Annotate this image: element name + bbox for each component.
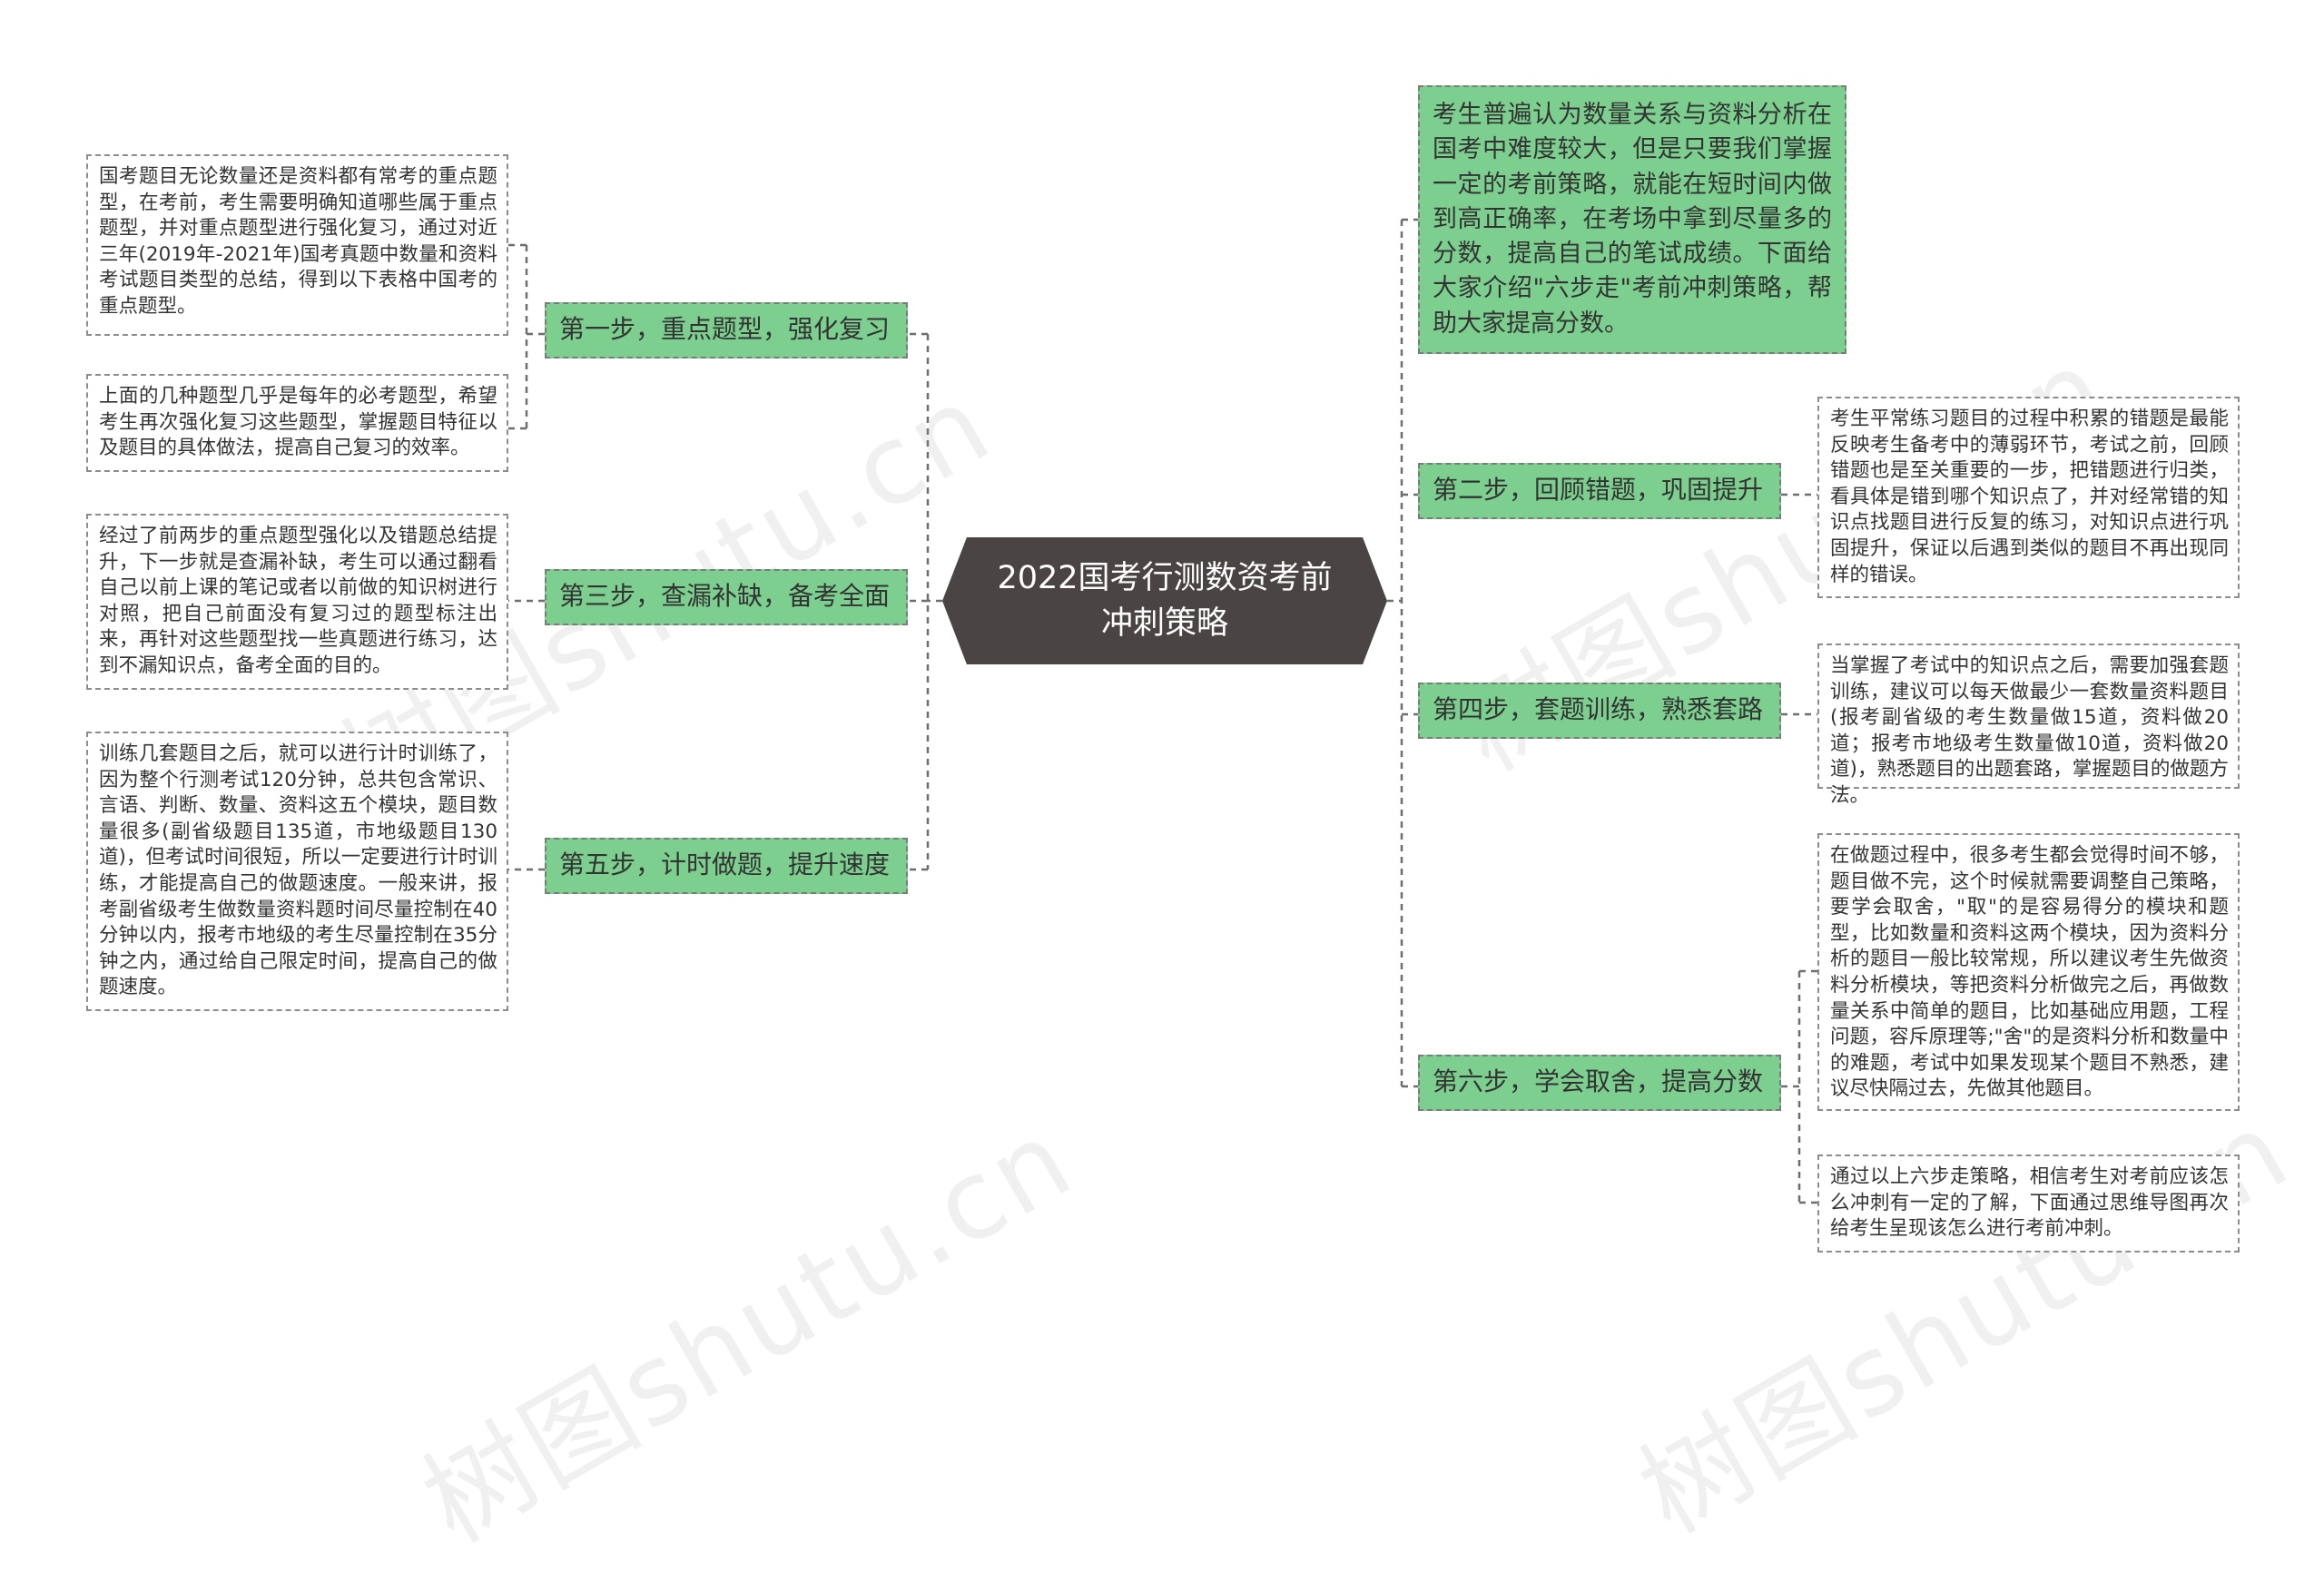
note-step-1-a[interactable]: 国考题目无论数量还是资料都有常考的重点题型，在考前，考生需要明确知道哪些属于重点…	[86, 154, 508, 336]
note-text: 考生平常练习题目的过程中积累的错题是最能反映考生备考中的薄弱环节，考试之前，回顾…	[1830, 408, 2229, 586]
branch-step-2[interactable]: 第二步，回顾错题，巩固提升	[1418, 463, 1781, 519]
branch-label: 第二步，回顾错题，巩固提升	[1433, 475, 1764, 505]
note-text: 当掌握了考试中的知识点之后，需要加强套题训练，建议可以每天做最少一套数量资料题目…	[1830, 654, 2229, 807]
branch-step-3[interactable]: 第三步，查漏补缺，备考全面	[545, 569, 908, 625]
note-step-5[interactable]: 训练几套题目之后，就可以进行计时训练了，因为整个行测考试120分钟，总共包含常识…	[86, 732, 508, 1011]
branch-label: 第四步，套题训练，熟悉套路	[1433, 694, 1764, 724]
central-topic[interactable]: 2022国考行测数资考前冲刺策略	[942, 537, 1387, 664]
note-step-4[interactable]: 当掌握了考试中的知识点之后，需要加强套题训练，建议可以每天做最少一套数量资料题目…	[1817, 644, 2240, 807]
branch-label: 第一步，重点题型，强化复习	[559, 314, 891, 344]
note-text: 国考题目无论数量还是资料都有常考的重点题型，在考前，考生需要明确知道哪些属于重点…	[99, 165, 497, 318]
intro-node[interactable]: 考生普遍认为数量关系与资料分析在国考中难度较大，但是只要我们掌握一定的考前策略，…	[1418, 85, 1846, 354]
connector-lines	[508, 218, 1817, 1204]
note-step-2[interactable]: 考生平常练习题目的过程中积累的错题是最能反映考生备考中的薄弱环节，考试之前，回顾…	[1817, 397, 2240, 598]
note-text: 上面的几种题型几乎是每年的必考题型，希望考生再次强化复习这些题型，掌握题目特征以…	[99, 385, 497, 460]
branch-step-4[interactable]: 第四步，套题训练，熟悉套路	[1418, 683, 1781, 739]
note-text: 在做题过程中，很多考生都会觉得时间不够，题目做不完，这个时候就需要调整自己策略，…	[1830, 844, 2229, 1101]
branch-label: 第五步，计时做题，提升速度	[559, 850, 891, 879]
branch-label: 第三步，查漏补缺，备考全面	[559, 581, 891, 611]
central-topic-label: 2022国考行测数资考前冲刺策略	[997, 560, 1333, 642]
note-step-3[interactable]: 经过了前两步的重点题型强化以及错题总结提升，下一步就是查漏补缺，考生可以通过翻看…	[86, 514, 508, 690]
note-step-6-b[interactable]: 通过以上六步走策略，相信考生对考前应该怎么冲刺有一定的了解，下面通过思维导图再次…	[1817, 1154, 2240, 1253]
intro-text: 考生普遍认为数量关系与资料分析在国考中难度较大，但是只要我们掌握一定的考前策略，…	[1433, 101, 1832, 338]
note-text: 通过以上六步走策略，相信考生对考前应该怎么冲刺有一定的了解，下面通过思维导图再次…	[1830, 1165, 2229, 1241]
branch-label: 第六步，学会取舍，提高分数	[1433, 1066, 1764, 1096]
note-step-1-b[interactable]: 上面的几种题型几乎是每年的必考题型，希望考生再次强化复习这些题型，掌握题目特征以…	[86, 374, 508, 472]
branch-step-5[interactable]: 第五步，计时做题，提升速度	[545, 838, 908, 894]
note-text: 经过了前两步的重点题型强化以及错题总结提升，下一步就是查漏补缺，考生可以通过翻看…	[99, 525, 497, 677]
note-text: 训练几套题目之后，就可以进行计时训练了，因为整个行测考试120分钟，总共包含常识…	[99, 742, 497, 999]
branch-step-1[interactable]: 第一步，重点题型，强化复习	[545, 302, 908, 359]
branch-step-6[interactable]: 第六步，学会取舍，提高分数	[1418, 1055, 1781, 1111]
note-step-6-a[interactable]: 在做题过程中，很多考生都会觉得时间不够，题目做不完，这个时候就需要调整自己策略，…	[1817, 833, 2240, 1111]
